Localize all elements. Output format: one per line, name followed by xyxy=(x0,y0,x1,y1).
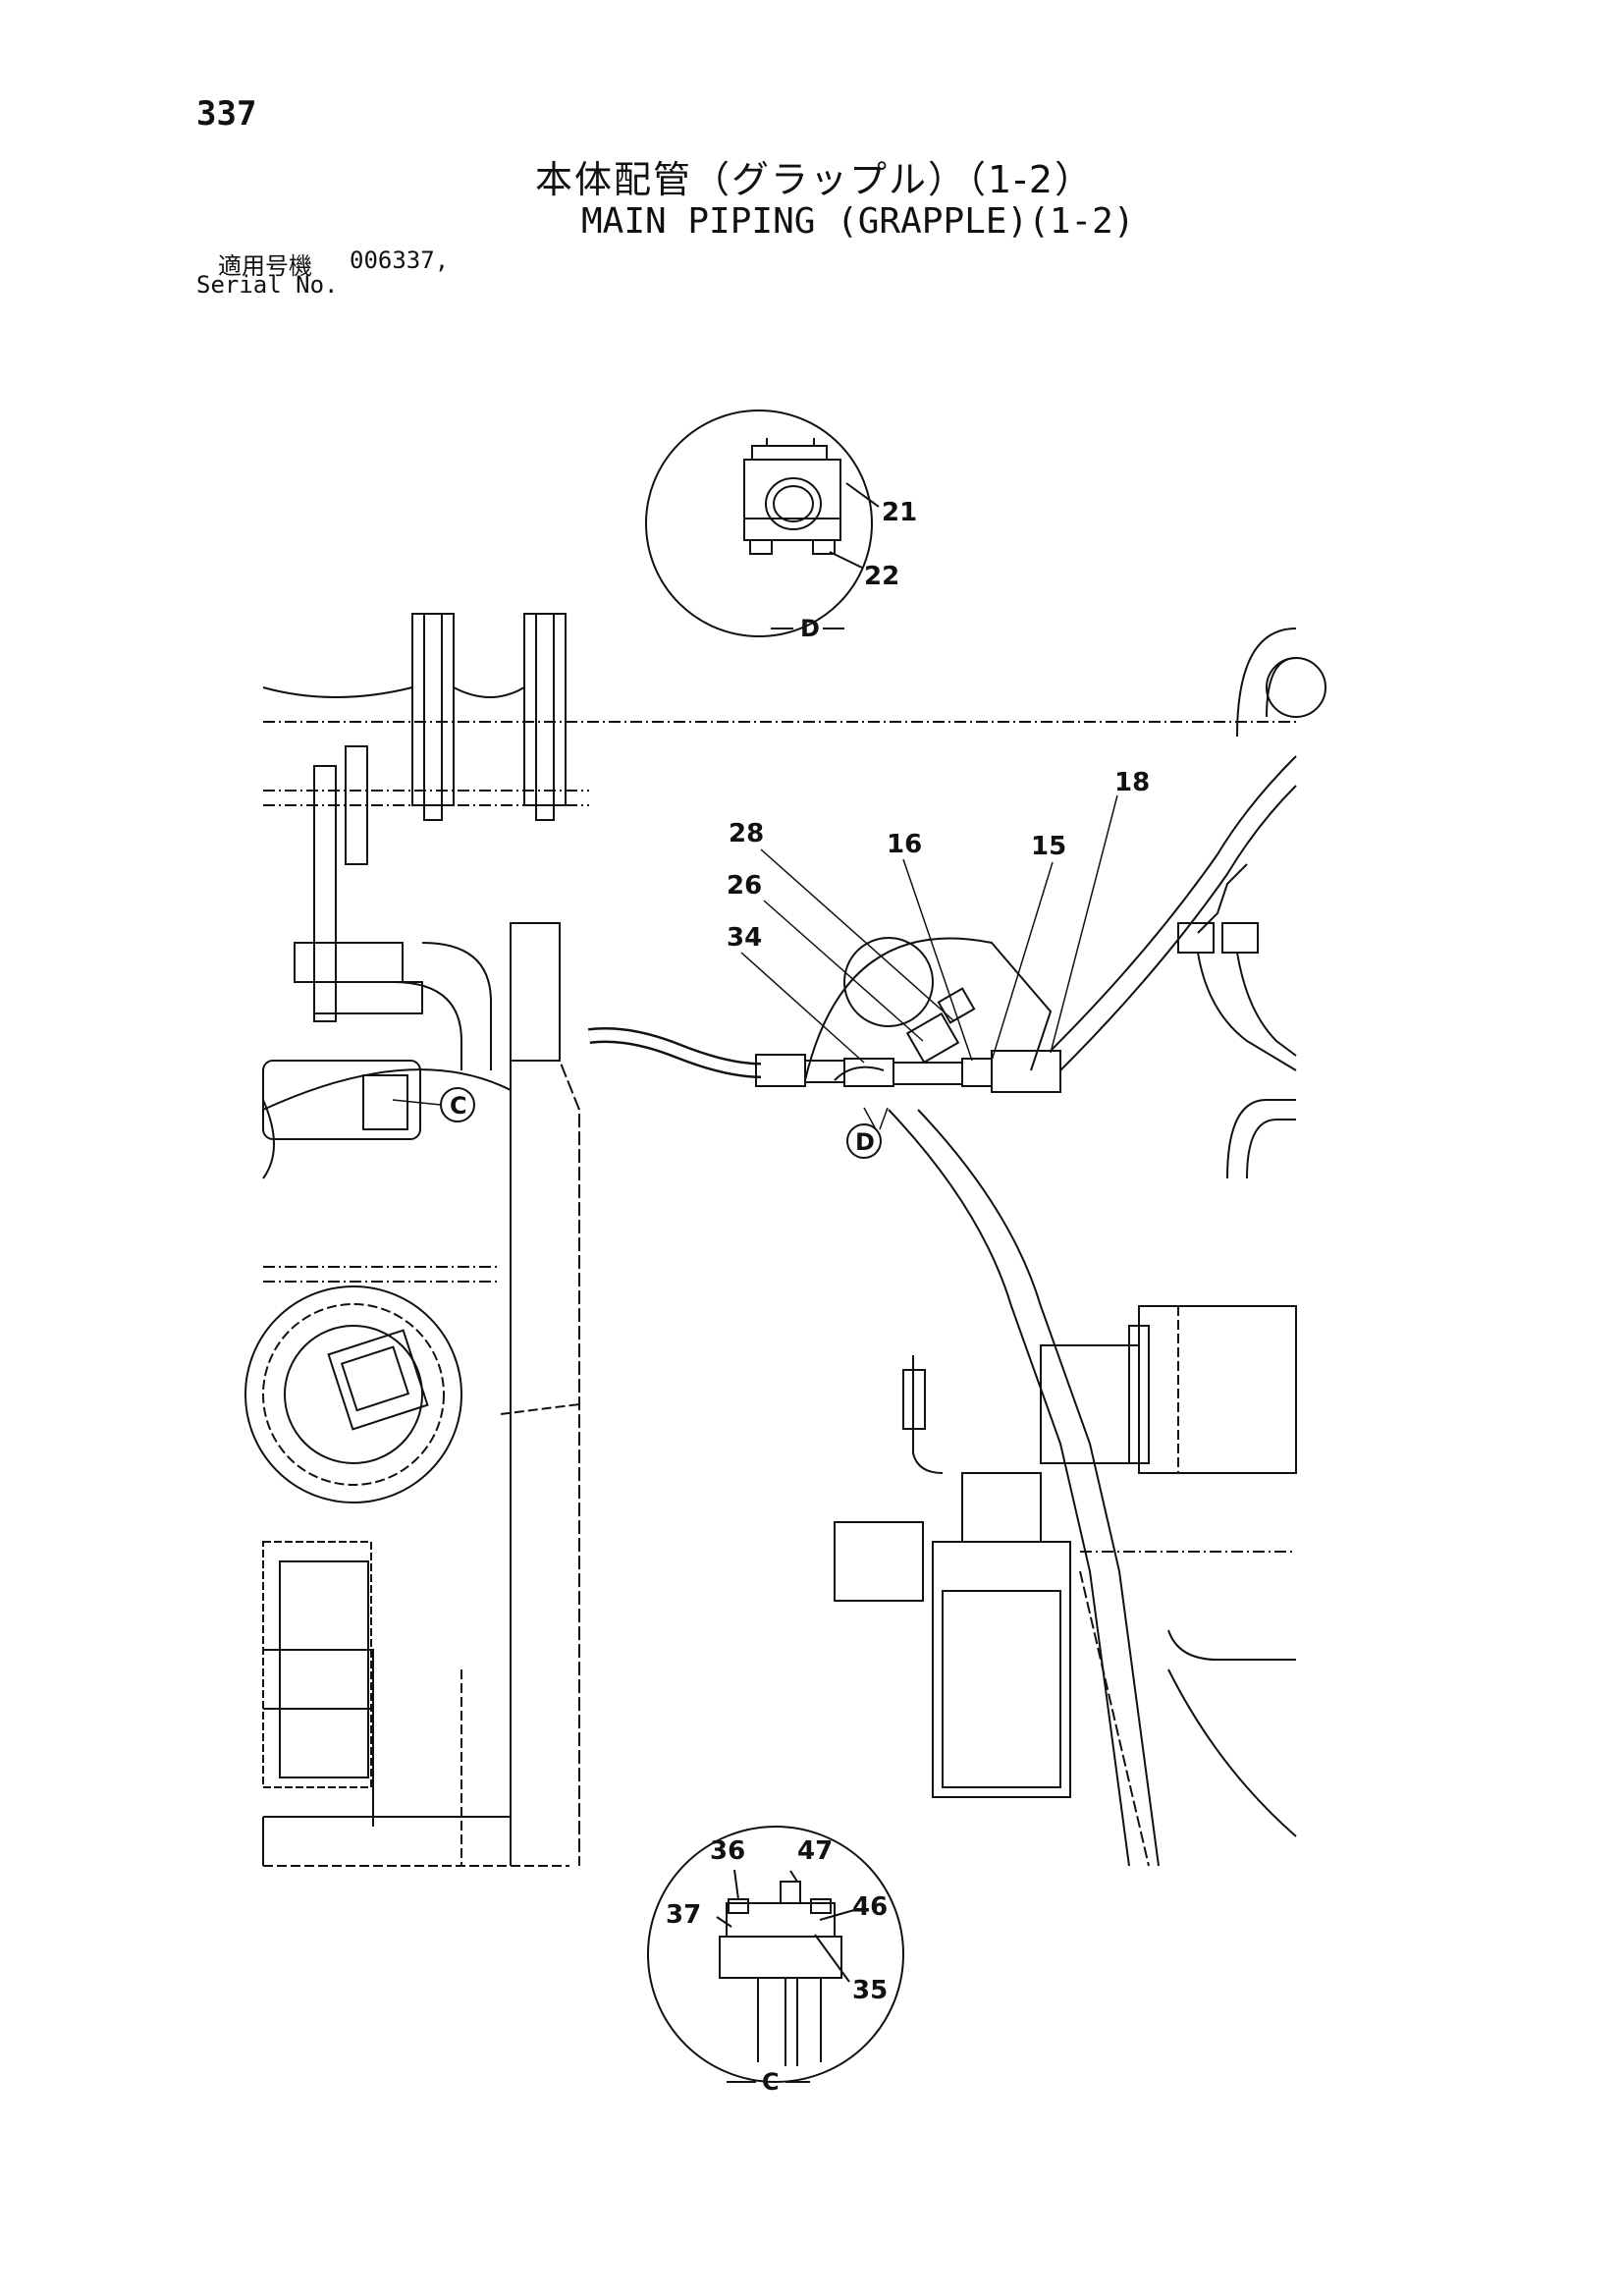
callout-28: 28 xyxy=(729,819,764,848)
callout-47: 47 xyxy=(797,1836,833,1866)
serial-label-english: Serial No. xyxy=(196,271,339,299)
page-number: 337 xyxy=(196,94,257,134)
serial-label-japanese: 適用号機 xyxy=(218,252,312,280)
callout-35: 35 xyxy=(852,1976,888,2005)
callout-36: 36 xyxy=(710,1836,745,1866)
view-label-c: C xyxy=(727,2068,810,2096)
view-label-d-text: D xyxy=(800,615,820,642)
callout-26: 26 xyxy=(727,871,762,901)
view-label-c-text: C xyxy=(762,2068,780,2096)
callout-46: 46 xyxy=(852,1892,888,1922)
callout-16: 16 xyxy=(887,830,922,859)
callout-22: 22 xyxy=(864,562,899,591)
view-ref-c xyxy=(392,1087,475,1122)
grapple-piping xyxy=(588,628,1326,1867)
callout-18: 18 xyxy=(1114,768,1150,797)
main-frame xyxy=(244,613,1296,1867)
callout-34: 34 xyxy=(727,923,762,953)
view-ref-c-text: C xyxy=(450,1092,467,1120)
view-label-d: D xyxy=(771,615,844,642)
detail-view-d xyxy=(645,410,880,637)
callout-15: 15 xyxy=(1031,832,1066,861)
view-ref-d xyxy=(846,1123,882,1159)
callout-21: 21 xyxy=(882,498,917,527)
page-title-english: MAIN PIPING (GRAPPLE)(1-2) xyxy=(581,201,1135,242)
view-ref-d-text: D xyxy=(855,1128,875,1156)
leader-lines xyxy=(740,794,1118,1130)
page-title-japanese: 本体配管（グラップル）（1-2） xyxy=(535,158,1095,201)
detail-view-c xyxy=(647,1826,904,2083)
serial-value: 006337, xyxy=(350,246,450,274)
callout-37: 37 xyxy=(666,1900,701,1930)
